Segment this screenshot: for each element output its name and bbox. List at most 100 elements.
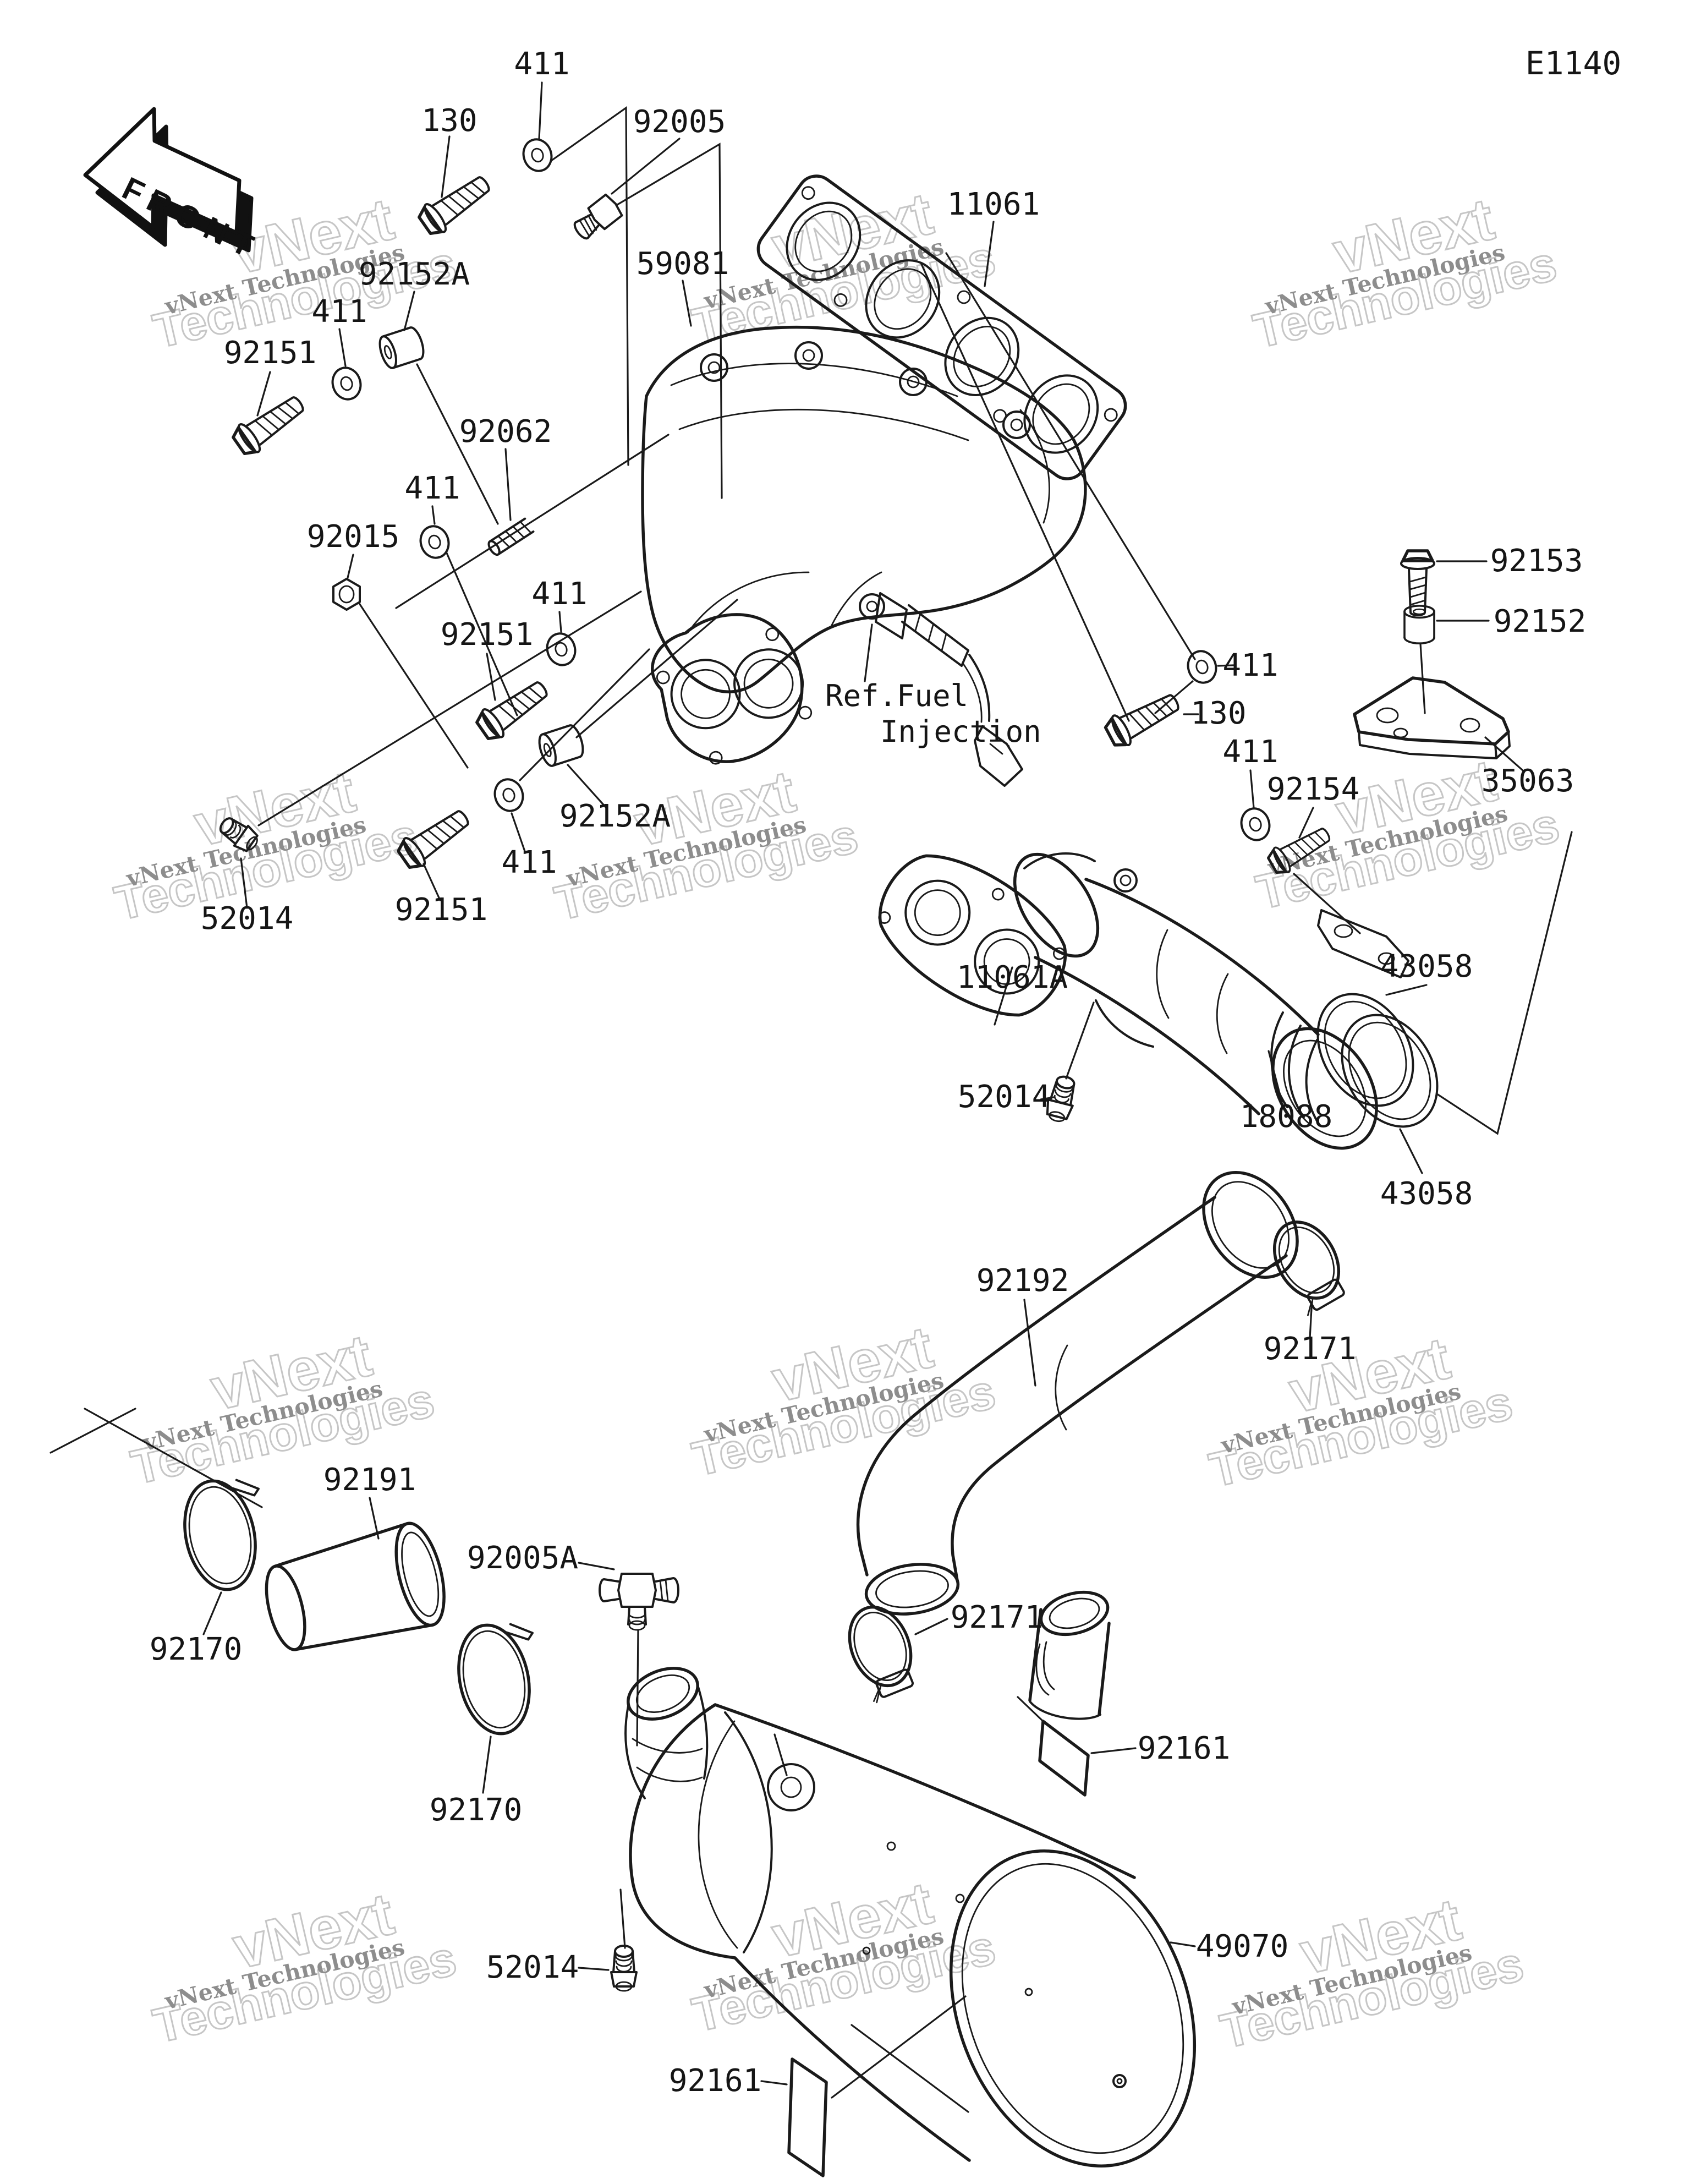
leader-line-43058 <box>1436 831 1573 1135</box>
part-label-59081: 59081 <box>637 246 729 282</box>
part-label-92170-2: 92170 <box>430 1792 523 1828</box>
leader-411-3 <box>431 505 436 525</box>
watermark: vNext Technologies vNext Technologies <box>687 1312 1001 1487</box>
collar-92152A-1-drawing <box>375 324 428 371</box>
part-label-411-3: 411 <box>404 470 460 506</box>
watermark-grid: vNext Technologies vNext Technologies vN… <box>109 179 1565 2060</box>
part-label-92161-2: 92161 <box>669 2063 762 2099</box>
part-label-411-2: 411 <box>311 294 367 330</box>
front-direction-marker: FRONT <box>83 107 266 267</box>
washer-411-4-drawing <box>542 628 580 670</box>
leader-line-washer3 <box>446 552 518 716</box>
sensor-52014-1-drawing <box>219 817 259 852</box>
part-label-11061: 11061 <box>947 187 1040 222</box>
part-label-92005: 92005 <box>633 104 726 140</box>
part-label-92151-1: 92151 <box>224 335 317 371</box>
leader-line-nut <box>358 601 469 769</box>
page-code: E1140 <box>1526 45 1622 82</box>
part-label-411-1: 411 <box>514 46 569 82</box>
leader-92005 <box>611 138 681 195</box>
watermark: vNext Technologies vNext Technologies <box>1248 184 1562 359</box>
part-label-92192: 92192 <box>976 1263 1069 1299</box>
leader-line-collar2 <box>575 599 738 738</box>
fuel-injection-note-line2: Injection <box>880 714 1041 749</box>
front-arrow-face <box>83 107 242 235</box>
bolt-92151-2-drawing <box>473 674 553 744</box>
part-label-18088: 18088 <box>1240 1099 1333 1135</box>
part-label-411-7: 411 <box>1222 734 1278 770</box>
leader-92005A <box>578 1562 615 1570</box>
bolt-130-2-drawing <box>1102 687 1184 751</box>
exhaust-pipe-18088-drawing <box>1013 852 1409 1150</box>
leader-92151-1 <box>256 371 271 417</box>
part-label-92171-1: 92171 <box>1264 1331 1357 1367</box>
leader-92154 <box>1298 807 1314 839</box>
washer-411-7-drawing <box>1236 803 1275 845</box>
leader-line-right-2 <box>920 262 1130 722</box>
muffler-49070-drawing <box>624 1590 1197 2167</box>
damper-sheet-92161-2-drawing <box>787 2057 828 2177</box>
leader-43058-2 <box>1399 1128 1423 1174</box>
watermark: vNext Technologies vNext Technologies <box>147 1879 462 2054</box>
leader-line-92005A <box>636 1629 639 1747</box>
damper-sheet-92161-1-drawing <box>1038 1720 1090 1797</box>
collar-92152-drawing <box>1403 605 1435 644</box>
part-label-11061A: 11061A <box>957 960 1068 995</box>
leader-92191 <box>369 1497 380 1540</box>
leader-line-sheet-2 <box>831 1995 969 2113</box>
leader-43058-1 <box>1385 984 1428 996</box>
leader-411-2 <box>338 328 347 367</box>
part-label-92005A: 92005A <box>467 1540 578 1576</box>
leader-35063 <box>1484 736 1524 771</box>
part-label-92151-3: 92151 <box>395 892 488 928</box>
leader-411-4 <box>558 611 562 633</box>
part-label-35063: 35063 <box>1482 763 1574 799</box>
leader-line-92062 <box>395 434 670 609</box>
leader-92171-2 <box>914 1618 948 1635</box>
leader-411-7 <box>1249 769 1255 809</box>
leader-130-1 <box>441 135 451 198</box>
leader-line-hose-cluster <box>50 1408 263 1508</box>
leader-92170-1 <box>202 1591 222 1635</box>
pipe-gasket-11061A-drawing <box>878 854 1067 1017</box>
part-label-49070: 49070 <box>1196 1929 1289 1964</box>
leader-92015 <box>347 554 354 579</box>
part-label-92152: 92152 <box>1494 604 1587 639</box>
part-label-411-6: 411 <box>1222 648 1278 683</box>
leader-411-6 <box>1217 664 1234 667</box>
part-label-92151-2: 92151 <box>441 617 534 653</box>
part-label-92191: 92191 <box>323 1462 416 1498</box>
leader-59081 <box>682 280 692 327</box>
watermark: vNext Technologies vNext Technologies <box>549 757 864 932</box>
leader-92161-2 <box>760 2080 788 2086</box>
leader-11061A <box>994 966 1013 1026</box>
stud-92062-drawing <box>487 517 535 556</box>
exhaust-pipe-92192-drawing <box>856 1171 1299 1616</box>
part-label-130-1: 130 <box>421 103 477 139</box>
nut-92015-drawing <box>332 578 361 611</box>
exhaust-manifold-drawing <box>641 325 1087 765</box>
part-label-130-2: 130 <box>1190 696 1246 731</box>
washer-411-5-drawing <box>490 774 528 816</box>
leader-18088 <box>1268 1050 1283 1103</box>
part-label-92153: 92153 <box>1490 543 1583 579</box>
leader-92171-1 <box>1309 1307 1313 1339</box>
part-label-92161-1: 92161 <box>1138 1731 1231 1766</box>
washer-411-6-drawing <box>1183 646 1221 688</box>
plug-92005-drawing <box>569 192 625 245</box>
leader-line-52014-3 <box>619 1889 626 1949</box>
part-label-92170-1: 92170 <box>150 1632 243 1667</box>
leader-92151-2 <box>486 653 496 701</box>
leader-92192 <box>1023 1299 1036 1387</box>
leader-92152A-1 <box>403 291 415 331</box>
clamp-92171-1-drawing <box>1261 1211 1357 1318</box>
part-number-labels: 411 130 92005 11061 59081 92152A 411 921… <box>150 46 1587 2099</box>
leader-49070 <box>1170 1941 1196 1947</box>
leader-line-92154 <box>1293 873 1361 934</box>
fuel-injection-note-line1: Ref.Fuel <box>825 678 968 713</box>
leader-line-collar1 <box>416 363 499 525</box>
clamp-92170-1-drawing <box>175 1471 278 1596</box>
part-label-92062: 92062 <box>459 414 552 450</box>
watermark: vNext Technologies vNext Technologies <box>1215 1885 1529 2060</box>
leader-line-top-1 <box>550 106 629 466</box>
